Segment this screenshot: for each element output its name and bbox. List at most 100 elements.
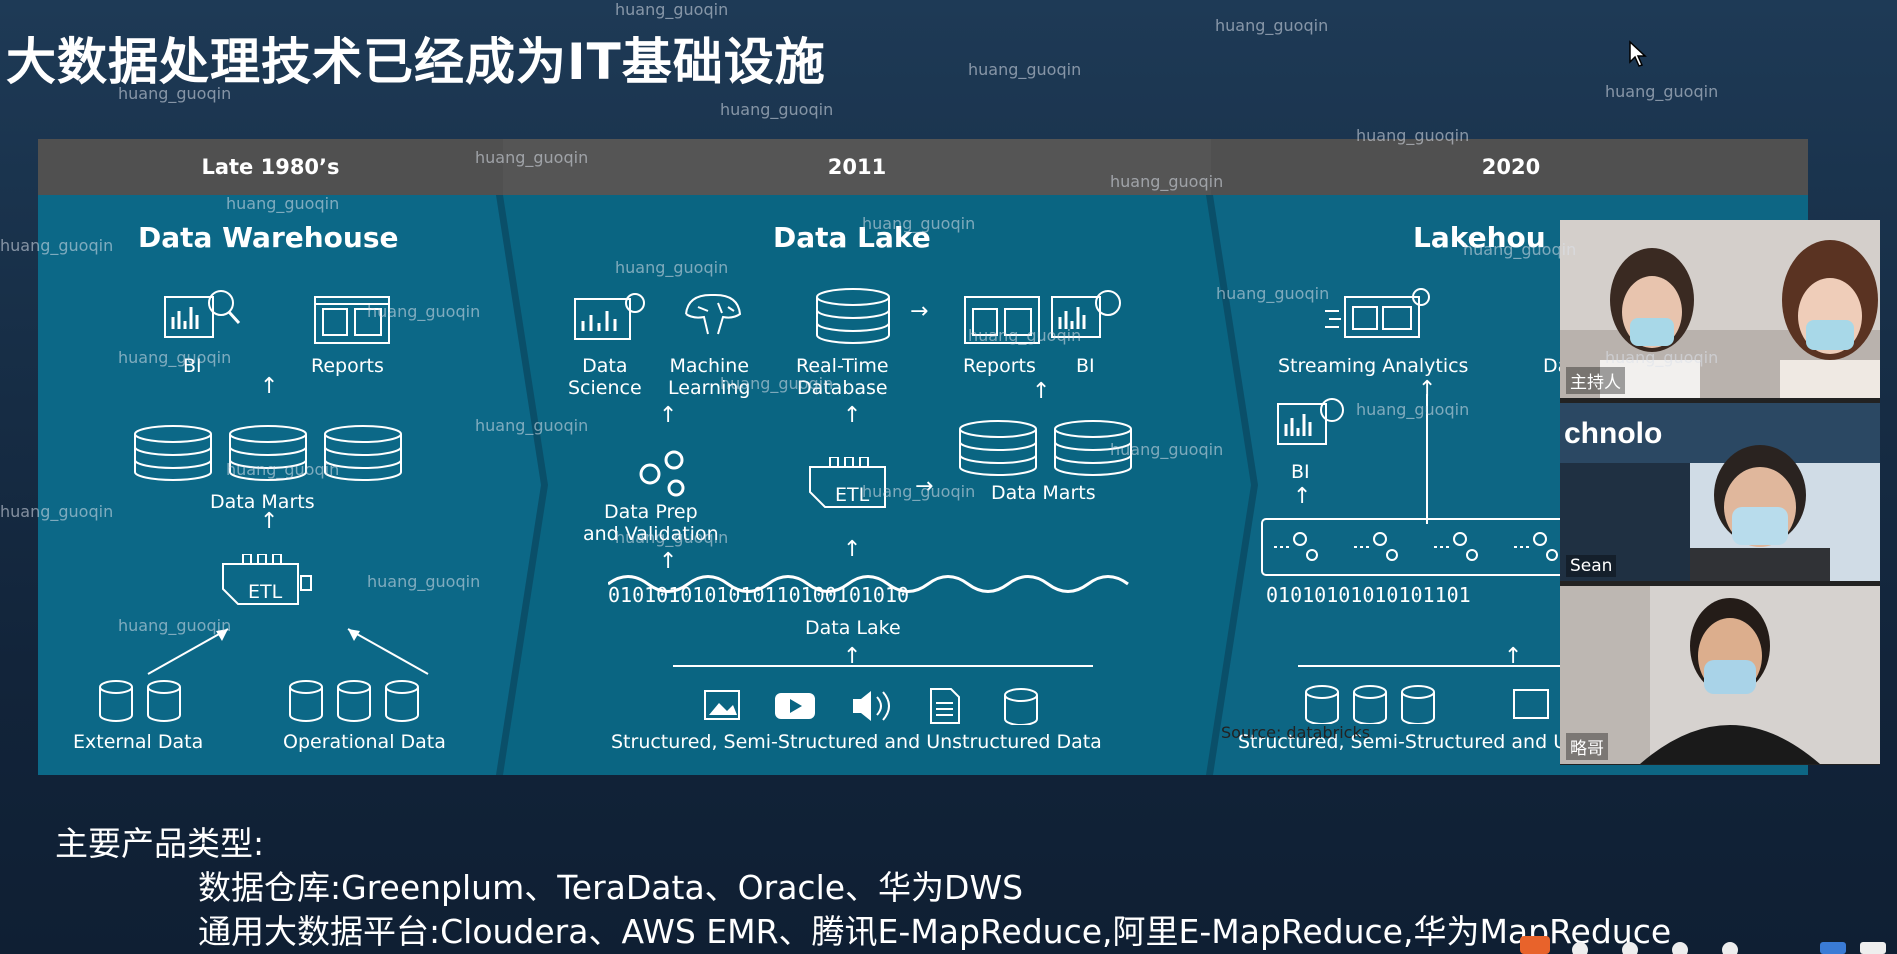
video-tile-sean[interactable]: chnolo Sean <box>1560 403 1880 581</box>
label-data-marts: Data Marts <box>210 491 315 513</box>
notes-data-warehouse: 数据仓库:Greenplum、TeraData、Oracle、华为DWS <box>198 868 1024 907</box>
source-note: Source: databricks <box>1221 723 1371 742</box>
label-data-lake: Data Lake <box>805 617 901 639</box>
watermark: huang_guoqin <box>118 616 232 635</box>
watermark: huang_guoqin <box>615 0 729 19</box>
label-lake-sources: Structured, Semi-Structured and Unstruct… <box>611 731 1102 753</box>
gears-icon <box>639 450 685 497</box>
arrow-up-icon: ↑ <box>843 403 862 428</box>
arrow-up-icon: ↑ <box>843 537 862 562</box>
source-db-icons <box>99 680 419 722</box>
watermark: huang_guoqin <box>1463 240 1577 259</box>
lake-etl-icon <box>809 457 886 508</box>
watermark: huang_guoqin <box>1216 284 1330 303</box>
background-banner-text: chnolo <box>1564 417 1663 450</box>
watermark: huang_guoqin <box>862 214 976 233</box>
arrow-up-icon: ↑ <box>1504 644 1523 669</box>
slide-title: 大数据处理技术已经成为IT基础设施 <box>6 33 826 91</box>
label-etl: ETL <box>248 581 283 603</box>
era-2011: 2011 <box>503 139 1211 195</box>
watermark: huang_guoqin <box>1605 348 1719 367</box>
video-tile-lue-ge[interactable]: 略哥 <box>1560 586 1880 764</box>
watermark: huang_guoqin <box>226 194 340 213</box>
media-type-icons <box>704 688 1038 725</box>
system-tray-icons[interactable] <box>1520 930 1897 954</box>
data-marts-db-icons <box>134 425 402 481</box>
data-architecture-diagram: Late 1980’s 2011 2020 Data Warehouse Dat… <box>38 139 1808 775</box>
panel-title-lake: Data Lake <box>773 221 931 254</box>
machine-learning-brain-icon <box>685 293 742 335</box>
label-external-data: External Data <box>73 731 204 753</box>
era-late-1980s: Late 1980’s <box>38 139 503 195</box>
wave-line <box>608 575 1129 593</box>
panel-data-lake <box>503 195 1211 775</box>
watermark: huang_guoqin <box>615 528 729 547</box>
watermark: huang_guoqin <box>862 482 976 501</box>
arrow-up-icon: ↑ <box>659 403 678 428</box>
lakehouse-bi-icon <box>1277 398 1344 445</box>
label-bi: BI <box>183 355 202 377</box>
participant-avatar <box>1560 220 1880 398</box>
watermark: huang_guoqin <box>615 258 729 277</box>
arrow-right-icon: → <box>915 474 934 499</box>
product-types-notes: 主要产品类型: 数据仓库:Greenplum、TeraData、Oracle、华… <box>55 822 1671 954</box>
streaming-arrow-line <box>1426 394 1428 524</box>
label-lakehouse-bi: BI <box>1291 461 1310 483</box>
notes-big-data-platform: 通用大数据平台:Cloudera、AWS EMR、腾讯E-MapReduce,阿… <box>198 912 1672 951</box>
lakehouse-source-icons <box>1305 685 1549 724</box>
watermark: huang_guoqin <box>968 326 1082 345</box>
watermark: huang_guoqin <box>475 148 589 167</box>
arrow-right-icon: → <box>910 299 929 324</box>
watermark: huang_guoqin <box>1110 440 1224 459</box>
notes-heading: 主要产品类型: <box>55 824 265 863</box>
watermark: huang_guoqin <box>367 302 481 321</box>
arrow-up-icon: ↑ <box>260 374 279 399</box>
lake-reports-icon <box>964 296 1040 344</box>
video-tile-host[interactable]: 主持人 <box>1560 220 1880 398</box>
lakehouse-collector-line <box>1298 665 1598 667</box>
participant-avatar <box>1560 403 1880 581</box>
streaming-analytics-icon <box>1325 288 1430 338</box>
watermark: huang_guoqin <box>720 374 834 393</box>
data-science-icon <box>574 293 645 340</box>
label-data-science: Data Science <box>568 355 642 399</box>
watermark: huang_guoqin <box>1356 400 1470 419</box>
lakehouse-binary-stream: 01010101010101101 <box>1266 583 1471 607</box>
watermark: huang_guoqin <box>0 236 114 255</box>
label-machine-learning: Machine Learning <box>668 355 751 399</box>
watermark: huang_guoqin <box>1605 82 1719 101</box>
arrow-up-icon: ↑ <box>1293 484 1312 509</box>
watermark: huang_guoqin <box>475 416 589 435</box>
watermark: huang_guoqin <box>1356 126 1470 145</box>
label-real-time-database: Real-Time Database <box>796 355 889 399</box>
bi-chart-icon <box>164 290 241 338</box>
panel-title-warehouse: Data Warehouse <box>138 221 399 254</box>
label-reports: Reports <box>311 355 384 377</box>
watermark: huang_guoqin <box>1215 16 1329 35</box>
watermark: huang_guoqin <box>968 60 1082 79</box>
lake-data-marts-icons <box>959 420 1132 476</box>
mouse-cursor-icon <box>1629 40 1647 67</box>
label-lake-data-marts: Data Marts <box>991 482 1096 504</box>
participant-name: 主持人 <box>1566 367 1625 394</box>
label-streaming-analytics: Streaming Analytics <box>1278 355 1469 377</box>
label-lake-reports: Reports <box>963 355 1036 377</box>
label-data-prep: Data Prep and Validation <box>583 501 719 545</box>
participant-name: 略哥 <box>1566 733 1608 760</box>
era-2020: 2020 <box>1211 139 1808 195</box>
lake-bi-icon <box>1051 290 1121 338</box>
watermark: huang_guoqin <box>0 502 114 521</box>
watermark: huang_guoqin <box>226 460 340 479</box>
video-conference-panel: 主持人 chnolo Sean 略哥 <box>1560 220 1880 765</box>
reports-icon <box>314 296 390 344</box>
binary-stream: 0101010101010110100101010 <box>608 583 910 607</box>
diagonal-arrows <box>147 628 429 675</box>
panel-title-lakehouse: Lakehou <box>1413 221 1546 254</box>
watermark: huang_guoqin <box>118 84 232 103</box>
panel-data-warehouse <box>38 195 503 775</box>
arrow-up-icon: ↑ <box>1032 379 1051 404</box>
watermark: huang_guoqin <box>367 572 481 591</box>
arrow-up-icon: ↑ <box>260 509 279 534</box>
participant-name: Sean <box>1566 555 1617 577</box>
pipeline-bar <box>1261 518 1589 576</box>
